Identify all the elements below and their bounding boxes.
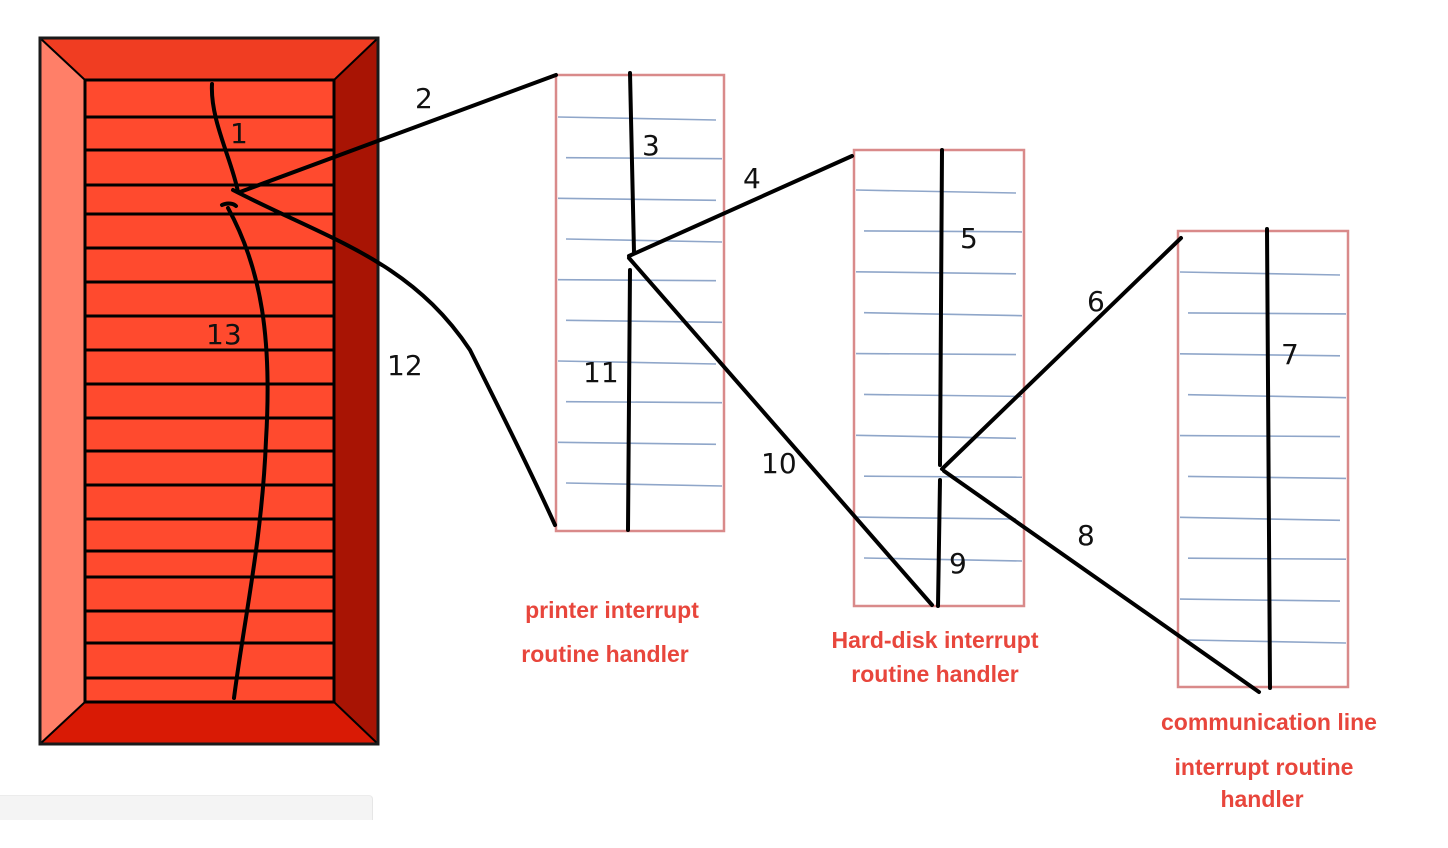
step-label-12: 12	[387, 349, 423, 382]
step-label-1: 1	[230, 117, 248, 150]
step-label-8: 8	[1077, 519, 1095, 552]
handler-ruled-line	[1179, 598, 1341, 602]
program-instruction-rows	[85, 115, 334, 680]
step-label-6: 6	[1087, 285, 1105, 318]
hard-disk-handler-rows	[855, 189, 1023, 562]
handler-ruled-line	[565, 156, 723, 160]
bottom-scroll-strip	[0, 795, 373, 820]
communication-caption-line-2: interrupt routine	[1175, 754, 1354, 780]
step-label-13: 13	[206, 318, 242, 351]
handler-captions: printer interrupt routine handler Hard-d…	[521, 597, 1377, 812]
handler-ruled-line	[565, 238, 723, 243]
handler-ruled-line	[1179, 434, 1341, 438]
program-face	[85, 80, 334, 702]
flow-line-8	[942, 469, 1261, 694]
handler-ruled-line	[565, 400, 723, 404]
handler-ruled-line	[1187, 639, 1347, 644]
handler-ruled-line	[1187, 557, 1347, 561]
handler-ruled-line	[863, 475, 1023, 479]
handler-ruled-line	[1179, 352, 1341, 357]
communication-handler-box	[1176, 229, 1350, 689]
step-label-4: 4	[743, 162, 761, 195]
hard-disk-caption-line-1: Hard-disk interrupt	[831, 627, 1038, 653]
program-bevel-top	[40, 38, 378, 80]
flow-lines	[209, 71, 1272, 700]
handler-ruled-line	[855, 189, 1017, 194]
printer-handler-rows	[557, 116, 723, 487]
flow-line-10	[627, 256, 934, 607]
handler-ruled-line	[855, 352, 1017, 356]
step-label-11: 11	[583, 356, 619, 389]
flow-line-3	[628, 71, 636, 254]
flow-line-9	[936, 478, 942, 608]
step-label-3: 3	[642, 129, 660, 162]
flow-line-2	[238, 73, 558, 194]
handler-ruled-line	[557, 441, 717, 446]
printer-caption-line-2: routine handler	[521, 641, 688, 667]
step-label-7: 7	[1281, 338, 1299, 371]
printer-caption-line-1: printer interrupt	[525, 597, 699, 623]
handler-ruled-line	[863, 311, 1023, 317]
program-face-outline	[83, 78, 336, 704]
handler-ruled-line	[1179, 271, 1341, 276]
step-label-10: 10	[761, 447, 797, 480]
main-program-block	[38, 36, 380, 746]
program-bevel-bottom	[40, 702, 378, 744]
flow-line-7	[1265, 227, 1272, 690]
handler-ruled-line	[1179, 516, 1341, 522]
handler-ruled-line	[557, 116, 717, 121]
handler-ruled-line	[863, 393, 1023, 398]
flow-line-12	[231, 188, 557, 527]
program-bevel-edges	[39, 37, 379, 745]
flow-line-6	[940, 236, 1183, 471]
flow-line-11	[626, 268, 632, 532]
handler-ruled-line	[565, 482, 723, 487]
communication-caption-line-1: communication line	[1161, 709, 1377, 735]
handler-ruled-line	[557, 278, 717, 282]
handler-ruled-line	[565, 319, 723, 324]
communication-handler-block	[1176, 229, 1350, 689]
step-label-9: 9	[949, 547, 967, 580]
step-labels: 1 2 3 4 5 6 7 8 9 10 11 12 13	[206, 82, 1299, 580]
program-bevel-right	[334, 38, 378, 744]
printer-handler-block	[554, 73, 726, 533]
hard-disk-caption-line-2: routine handler	[851, 661, 1018, 687]
handler-ruled-line	[855, 270, 1017, 275]
step-label-5: 5	[960, 222, 978, 255]
communication-caption-line-3: handler	[1220, 786, 1303, 812]
handler-ruled-line	[855, 516, 1017, 520]
flow-line-4	[627, 154, 854, 258]
handler-ruled-line	[557, 197, 717, 202]
flow-line-1	[209, 82, 240, 194]
flow-line-5	[938, 148, 944, 467]
handler-ruled-line	[855, 434, 1017, 440]
program-bevel-left	[40, 38, 85, 744]
handler-ruled-line	[557, 360, 717, 365]
printer-handler-box	[554, 73, 726, 533]
program-outline	[38, 36, 380, 746]
flow-line-13	[220, 201, 270, 700]
step-label-2: 2	[415, 82, 433, 115]
